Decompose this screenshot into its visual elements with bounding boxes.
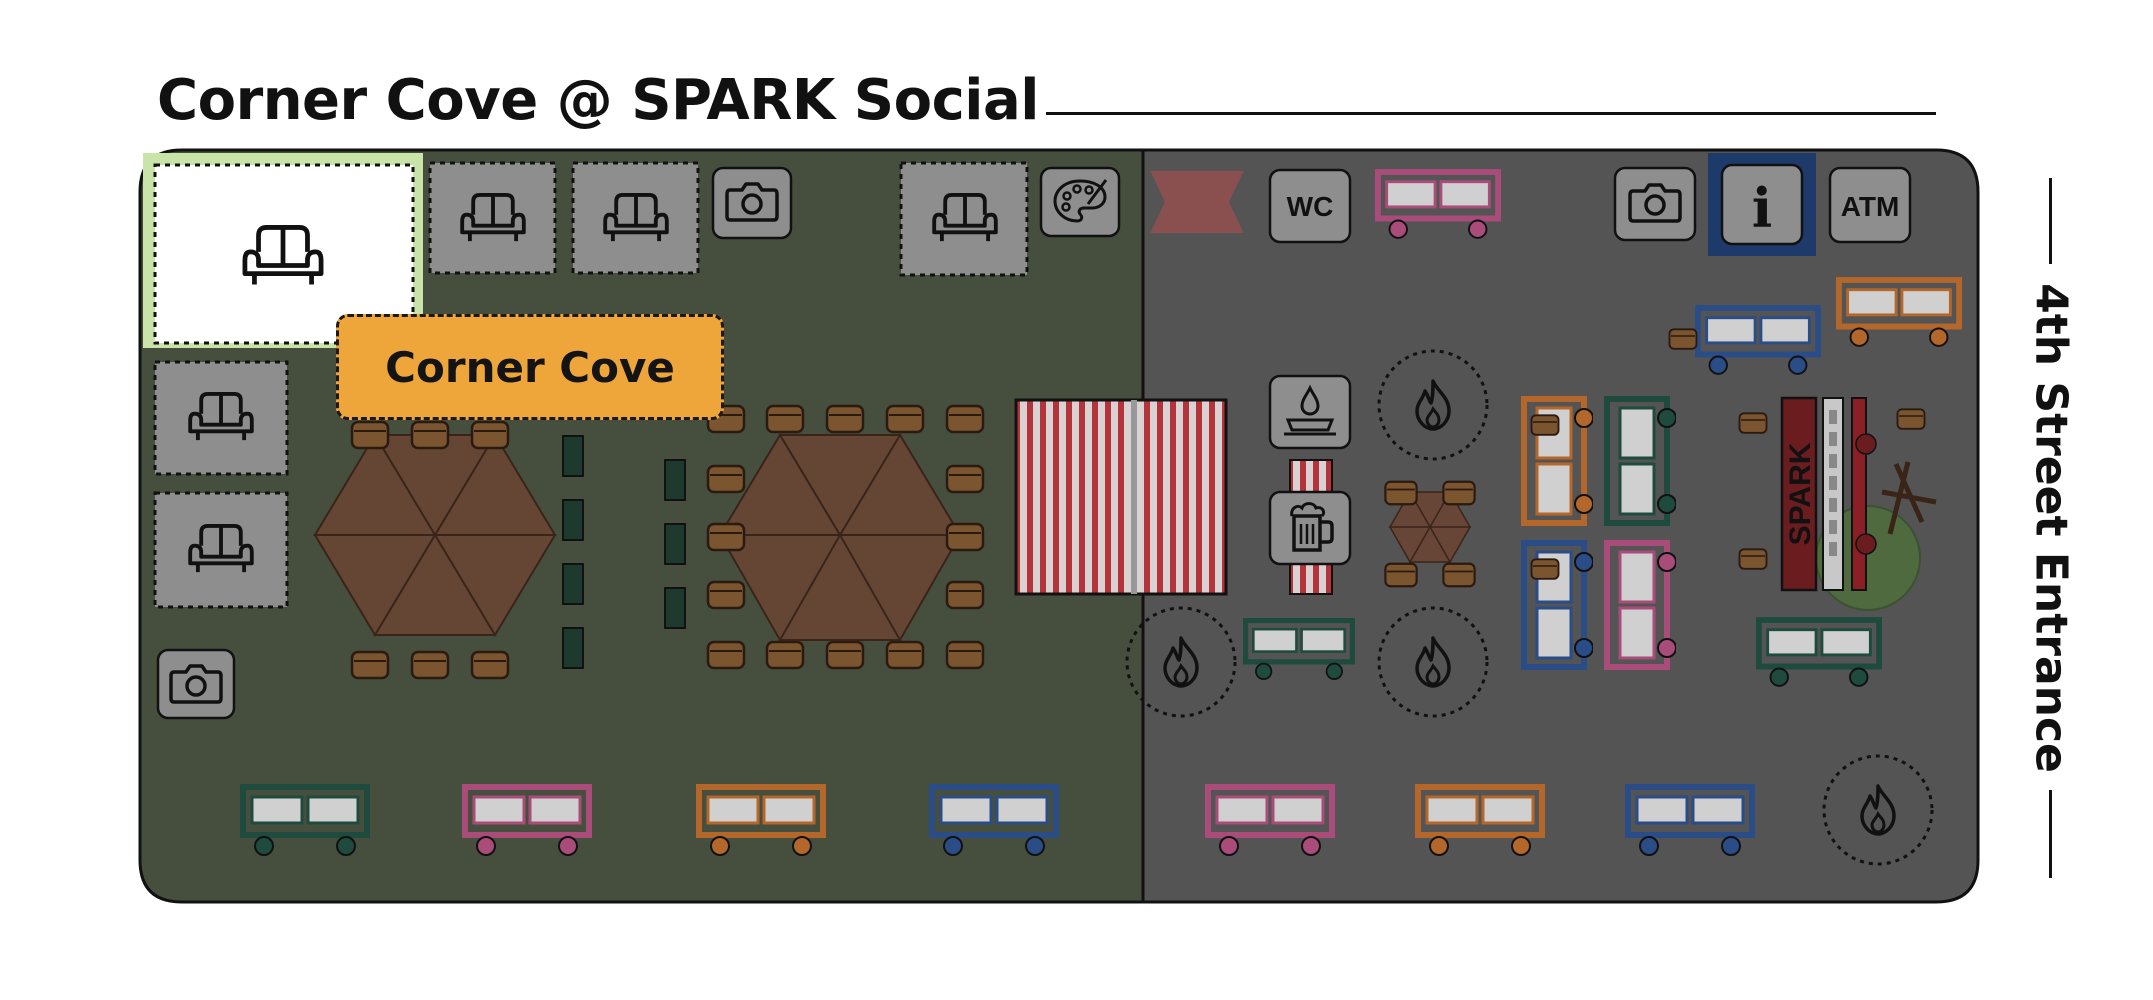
beer-icon[interactable] [1268,490,1352,566]
banner-icon [1150,171,1244,233]
entrance-rule-top [2049,178,2052,264]
corner-cove-callout[interactable]: Corner Cove [336,314,724,420]
fire-pit-icon[interactable] [1125,349,1934,866]
planters [562,435,686,669]
lounge-seating[interactable] [153,161,1029,609]
entrance-marker: 4th Street Entrance [2026,178,2077,878]
camera-icon[interactable] [156,166,1697,720]
stage-sign: SPARK [1784,442,1817,545]
stage[interactable]: SPARK [1780,396,1937,592]
map-title: Corner Cove @ SPARK Social [157,68,1039,133]
sofa-icon [245,227,321,284]
restroom-label: WC [1287,191,1334,222]
atm-label: ATM [1841,191,1900,222]
atm-icon[interactable]: ATM [1828,166,1912,244]
picnic-area-small[interactable] [1384,480,1476,588]
picnic-area-left[interactable] [313,420,557,680]
water-bowl-icon[interactable] [1268,374,1352,450]
entrance-rule-bottom [2049,790,2052,878]
title-rule [1046,112,1936,115]
palette-icon[interactable] [1039,166,1121,238]
restroom-icon[interactable]: WC [1268,168,1352,244]
picnic-area-center[interactable] [706,404,985,670]
info-label: i [1752,176,1773,240]
info-icon[interactable]: i [1708,153,1816,256]
